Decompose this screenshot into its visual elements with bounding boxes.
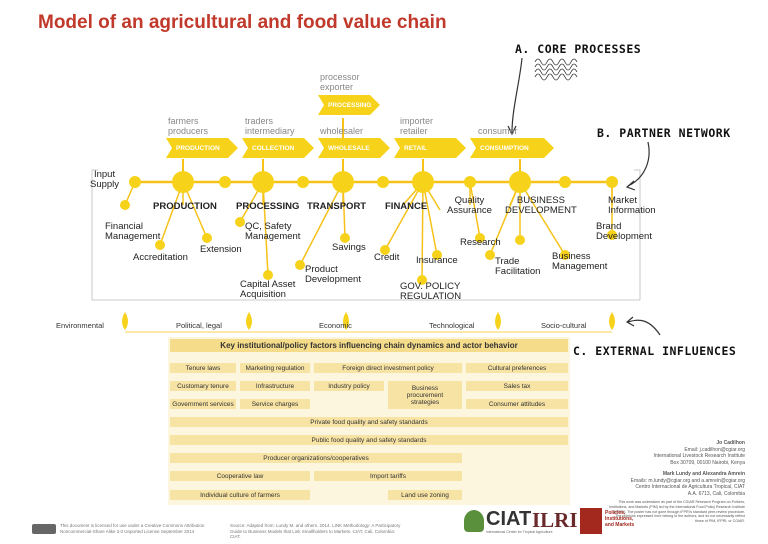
stage-label-consumer: consumer — [478, 126, 518, 136]
chevron-production: PRODUCTION — [166, 138, 238, 158]
pim-logo-text: Policies, Institutions, and Markets — [605, 510, 635, 528]
policy-cell: Individual culture of farmers — [170, 490, 310, 500]
service-business-management: Business Management — [552, 251, 608, 272]
service-business-development: BUSINESS DEVELOPMENT — [505, 195, 577, 216]
ciat-leaf-logo — [464, 510, 484, 532]
influence-political: Political, legal — [176, 321, 222, 330]
service-research: Research — [460, 237, 501, 248]
stage-label-farmers: farmers producers — [168, 116, 209, 136]
service-capital-asset: Capital Asset Acquisition — [240, 279, 296, 300]
contact-line: Email: j.cadilhon@cgiar.org — [684, 446, 745, 453]
influence-technological: Technological — [429, 321, 475, 330]
annotation-partner-network: B. PARTNER NETWORK — [597, 126, 731, 140]
chevron-processing: PROCESSING — [318, 95, 380, 115]
stage-label-processor: processor exporter — [320, 72, 360, 92]
annotation-external-influences: C. EXTERNAL INFLUENCES — [573, 344, 737, 358]
chevron-wholesale: WHOLESALE — [318, 138, 390, 158]
policy-cell: Customary tenure — [170, 381, 236, 391]
policy-cell: Marketing regulation — [240, 363, 310, 373]
service-accreditation: Accreditation — [133, 252, 188, 263]
chevron-consumption: CONSUMPTION — [470, 138, 554, 158]
service-extension: Extension — [200, 244, 242, 255]
policy-cell: Sales tax — [466, 381, 568, 391]
service-production: PRODUCTION — [153, 201, 217, 212]
service-savings: Savings — [332, 242, 366, 253]
funding-note: This work was undertaken as part of the … — [609, 500, 745, 524]
service-insurance: Insurance — [416, 255, 458, 266]
service-processing: PROCESSING — [236, 201, 300, 212]
policy-cell: Government services — [170, 399, 236, 409]
cc-license-icon — [32, 524, 56, 534]
ciat-logo-text: CIAT — [486, 508, 532, 530]
service-market-information: Market Information — [608, 195, 656, 216]
contact-line: International Livestock Research Institu… — [653, 453, 745, 459]
service-finance: FINANCE — [385, 201, 428, 212]
policy-cell: Business procurement strategies — [388, 381, 462, 409]
stage-label-wholesaler: wholesaler — [320, 126, 364, 136]
policy-cell: Service charges — [240, 399, 310, 409]
policy-cell: Industry policy — [314, 381, 384, 391]
ilri-logo-text: ILRI — [532, 508, 578, 532]
policy-cell: Public food quality and safety standards — [170, 435, 568, 445]
influence-environmental: Environmental — [56, 321, 104, 330]
policy-cell: Private food quality and safety standard… — [170, 417, 568, 427]
influence-economic: Economic — [319, 321, 352, 330]
service-brand-development: Brand Development — [596, 221, 652, 242]
license-text: This document is licensed for use under … — [60, 523, 210, 534]
influence-socio-cultural: Socio-cultural — [541, 321, 587, 330]
service-financial-management: Financial Management — [105, 221, 161, 242]
contact-name-2: Mark Lundy and Alexandra Amrein — [662, 471, 745, 477]
policy-cell: Import tariffs — [314, 471, 462, 481]
page-title: Model of an agricultural and food value … — [38, 12, 447, 33]
policy-table-header: Key institutional/policy factors influen… — [170, 339, 568, 352]
policy-cell: Tenure laws — [170, 363, 236, 373]
contact-line: Centro Internacional de Agricultura Trop… — [635, 484, 745, 490]
policy-cell: Land use zoning — [388, 490, 462, 500]
contact-name-1: Jo Cadilhon — [716, 440, 745, 446]
service-trade-facilitation: Trade Facilitation — [495, 256, 541, 277]
service-input-supply: Input Supply — [90, 169, 120, 190]
contact-block: Jo Cadilhon Email: j.cadilhon@cgiar.org … — [590, 440, 745, 497]
service-credit: Credit — [374, 252, 400, 263]
source-text: Source: Adapted from: Lundy M. and other… — [230, 523, 401, 539]
service-transport: TRANSPORT — [307, 201, 367, 212]
stage-label-traders: traders intermediary — [245, 116, 295, 136]
policy-cell: Foreign direct investment policy — [314, 363, 462, 373]
contact-line: A.A. 6713, Cali, Colombia — [687, 490, 745, 497]
contact-line: Emails: m.lundy@cgiar.org and a.amrein@c… — [630, 477, 745, 484]
annotation-core-processes: A. CORE PROCESSES — [515, 42, 642, 56]
policy-cell: Cultural preferences — [466, 363, 568, 373]
chevron-retail: RETAIL — [394, 138, 466, 158]
policy-cell: Consumer attitudes — [466, 399, 568, 409]
license-date: September 2014 — [160, 528, 195, 534]
policy-cell: Producer organizations/cooperatives — [170, 453, 462, 463]
service-quality-assurance: Quality Assurance — [447, 195, 492, 216]
policy-cell: Infrastructure — [240, 381, 310, 391]
stage-label-importer: importer retailer — [400, 116, 434, 136]
chevron-collection: COLLECTION — [242, 138, 314, 158]
ciat-subtitle: International Center for Tropical Agricu… — [486, 530, 553, 534]
pim-logo-mark — [580, 508, 602, 534]
service-qc-safety: QC, Safety Management — [245, 221, 301, 242]
service-product-development: Product Development — [305, 264, 361, 285]
policy-cell: Cooperative law — [170, 471, 310, 481]
license-label: This document is licensed for use under … — [60, 523, 205, 534]
contact-line: Box 30709, 00100 Nairobi, Kenya — [670, 459, 745, 466]
service-gov-policy: GOV. POLICY REGULATION — [400, 281, 462, 302]
